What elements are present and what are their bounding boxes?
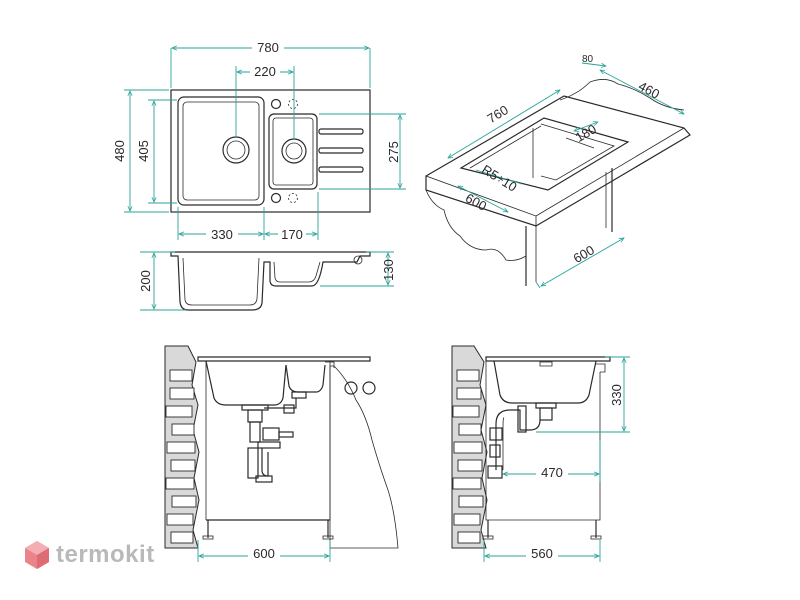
dim-170: 170 [281,227,303,242]
front-install-view: 600 [164,345,399,562]
dim-130: 130 [381,259,396,281]
brick-wall-left [165,369,197,544]
front-small-bowl [285,364,326,393]
dim-780: 780 [257,40,279,55]
sink-outline-top [170,89,371,213]
dim-560: 560 [531,546,553,561]
dim-220: 220 [254,64,276,79]
tap-hole-1 [270,98,282,110]
dim-80: 80 [582,54,594,65]
tap-connector-2 [362,381,376,395]
sink-rim-iso [459,117,630,191]
countertop-iso [425,95,691,227]
siphon-side [487,402,557,479]
top-view: 780 220 480 405 275 330 170 [112,39,406,242]
dim-470: 470 [541,465,563,480]
side-countertop [485,356,611,362]
dim-600-iso-top: 600 [463,190,489,213]
brand-logo: termokit [24,537,155,573]
dim-330-side: 330 [609,384,624,406]
brand-name: termokit [56,541,155,568]
dim-330: 330 [211,227,233,242]
dim-480: 480 [112,140,127,162]
small-bowl-top [268,113,318,190]
brand-cube-icon [25,541,49,569]
drainboard-groove [318,128,364,135]
dim-600-front: 600 [253,546,275,561]
front-main-bowl [205,360,287,406]
tap-connector-1 [344,381,358,395]
side-bowl [493,360,597,404]
dim-275: 275 [386,141,401,163]
brick-wall-right [452,369,484,544]
side-section: 200 130 [138,251,396,311]
dim-600-iso-bottom: 600 [571,242,597,266]
siphon-front [241,391,307,483]
isometric-view: 80 460 760 180 R5÷10 600 600 [425,54,691,289]
sink-cross-section [170,251,371,311]
main-bowl-top [177,96,265,206]
dim-460: 460 [636,78,662,101]
dim-radius: R5÷10 [479,162,519,195]
side-install-view: 330 470 560 [451,345,630,562]
tap-hole-2 [270,192,282,204]
dim-200: 200 [138,270,153,292]
dim-405: 405 [136,140,151,162]
front-countertop [197,356,371,362]
